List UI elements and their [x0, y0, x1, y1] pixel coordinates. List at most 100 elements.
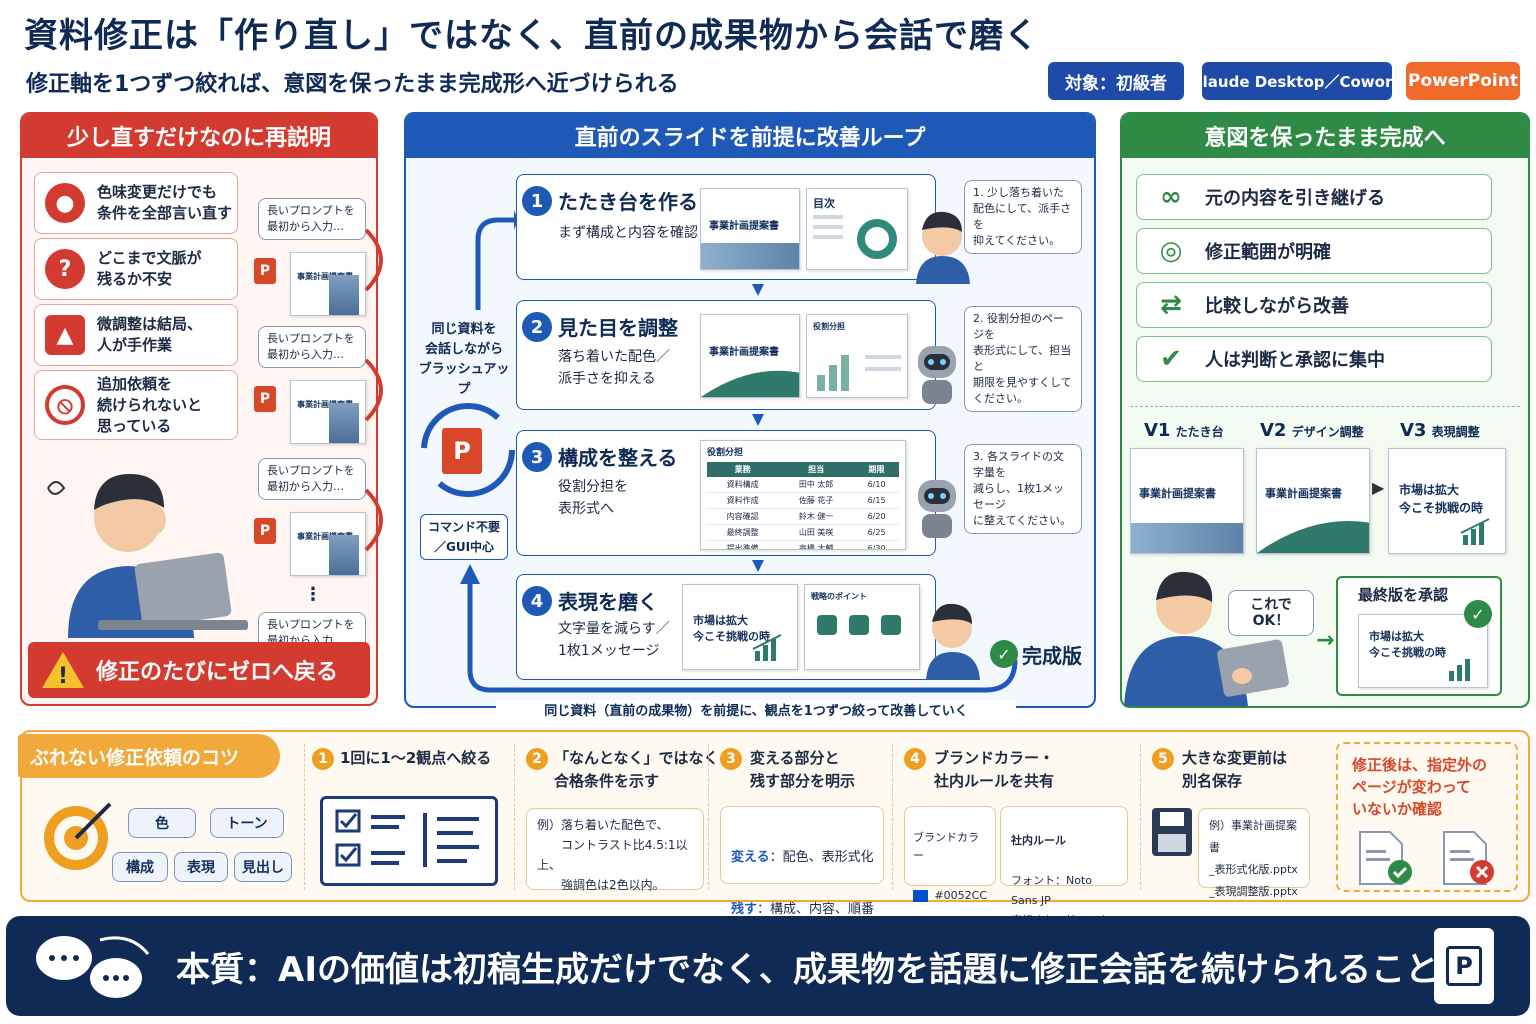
- slide-toc: 目次: [806, 188, 908, 270]
- table-cell: 6/25: [854, 524, 899, 541]
- powerpoint-tag: PowerPoint: [1406, 62, 1520, 100]
- problem-text: 色味変更だけでも 条件を全部言い直す: [97, 183, 233, 222]
- step-number: 2: [522, 312, 552, 342]
- down-arrow: [752, 414, 764, 426]
- slide-v1: 事業計画提案書: [700, 188, 800, 270]
- problem-card-manual: ▲ 微調整は結局、 人が手作業: [34, 304, 238, 366]
- table-header: 期限: [854, 462, 899, 477]
- result-panel-title: 意図を保ったまま完成へ: [1122, 114, 1528, 158]
- divider: [514, 744, 515, 890]
- step-number: 3: [522, 442, 552, 472]
- brand-color-box: ブランドカラー #0052CC #00A38D: [904, 806, 996, 938]
- chip-color: 色: [128, 808, 196, 838]
- version-label-v3: V3 表現調整: [1400, 420, 1480, 441]
- slide-thumbnail: 事業計画提案書: [290, 512, 366, 576]
- version-label-v2: V2 デザイン調整: [1260, 420, 1364, 441]
- problem-card-question: ? どこまで文脈が 残るか不安: [34, 238, 238, 300]
- benefit-card: ⇄ 比較しながら改善: [1136, 282, 1492, 328]
- slide-title: 役割分担: [813, 322, 845, 331]
- save-icon: [1152, 808, 1192, 856]
- problem-text: どこまで文脈が 残るか不安: [97, 249, 202, 288]
- no-command-note: コマンド不要 ／GUI中心: [420, 514, 508, 560]
- check-icon: ✓: [1464, 600, 1492, 628]
- repeat-arrows: [364, 228, 383, 552]
- user-avatar: [926, 603, 980, 680]
- slide-title: 事業計画提案書: [297, 272, 353, 281]
- loop-caption: 同じ資料（直前の成果物）を前提に、観点を1つずつ絞って改善していく: [496, 700, 1016, 719]
- ok-bubble: これでOK！: [1228, 590, 1314, 636]
- table-cell: 鈴木 健一: [778, 508, 855, 525]
- tip-title: 変える部分と 残す部分を明示: [750, 749, 856, 790]
- tip-number: 1: [312, 748, 334, 770]
- step-title: 見た目を調整: [558, 316, 678, 340]
- slide-title: 事業計画提案書: [297, 400, 353, 409]
- approving-person-illustration: [1124, 571, 1289, 706]
- ai-robot-avatar: [918, 480, 956, 538]
- prompt-bubble: 長いプロンプトを 最初から入力…: [258, 326, 366, 368]
- tip-number: 3: [720, 748, 742, 770]
- link-icon: ∞: [1160, 182, 1182, 212]
- final-check-box: 修正後は、指定外の ページが変わって いないか確認: [1336, 742, 1518, 892]
- question-icon: ?: [45, 249, 85, 289]
- tip-title: 1回に1〜2観点へ絞る: [340, 749, 492, 767]
- divider: [892, 744, 893, 890]
- final-approval-label: 最終版を承認: [1358, 586, 1449, 604]
- instruction-bubble-1: 1. 少し落ち着いた 配色にして、派手さを 抑えてください。: [964, 180, 1082, 254]
- ai-robot-avatar: [918, 346, 956, 404]
- benefit-text: 人は判断と承認に集中: [1205, 350, 1385, 371]
- problem-text: 追加依頼を 続けられないと 思っている: [97, 374, 203, 435]
- slide-message-text: 市場は拡大 今こそ挑戦の時: [1399, 483, 1484, 515]
- change-label: 変える: [731, 850, 770, 865]
- user-avatar: [916, 211, 970, 284]
- arrow-right-icon: ▶: [1372, 478, 1385, 497]
- slide-title: 事業計画提案書: [1139, 487, 1216, 500]
- arrow-right-icon: →: [1316, 628, 1335, 653]
- slide-title: 事業計画提案書: [297, 532, 353, 541]
- table-cell: 6/30: [854, 540, 899, 549]
- step-title: たたき台を作る: [558, 190, 698, 214]
- slide-message: 市場は拡大 今こそ挑戦の時: [682, 584, 798, 670]
- powerpoint-file-icon: P: [254, 518, 276, 544]
- slide-thumbnail: 事業計画提案書: [290, 380, 366, 444]
- keep-text: ：構成、内容、順番: [757, 902, 875, 917]
- version-sub: たたき台: [1175, 425, 1224, 439]
- loop-label: 同じ資料を 会話しながら ブラッシュアップ: [418, 322, 510, 397]
- tip-title: 大きな変更前は 別名保存: [1182, 749, 1288, 790]
- tip-number: 5: [1152, 748, 1174, 770]
- down-arrow: [752, 560, 764, 572]
- step-desc: 役割分担を 表形式へ: [558, 479, 628, 517]
- prohibited-icon: ⦸: [45, 385, 85, 425]
- warning-banner: ! 修正のたびにゼロへ戻る: [28, 642, 370, 698]
- version-slide-v3: 市場は拡大 今こそ挑戦の時: [1388, 448, 1506, 554]
- benefit-card: ∞ 元の内容を引き継げる: [1136, 174, 1492, 220]
- version-sub: 表現調整: [1431, 425, 1480, 439]
- chip-expression: 表現: [174, 852, 228, 882]
- slide-chart: 役割分担: [806, 314, 908, 398]
- tip-number: 4: [904, 748, 926, 770]
- prompt-bubble: 長いプロンプトを 最初から入力…: [258, 458, 366, 500]
- slide-message-text: 市場は拡大 今こそ挑戦の時: [1369, 630, 1446, 659]
- change-keep-box: 変える：配色、表形式化 残す：構成、内容、順番: [720, 806, 884, 917]
- change-text: ：配色、表形式化: [769, 850, 874, 865]
- keep-label: 残す: [731, 902, 758, 917]
- version-slide-v1: 事業計画提案書: [1130, 448, 1244, 554]
- benefit-card: ✔ 人は判断と承認に集中: [1136, 336, 1492, 382]
- table-cell: 提出準備: [707, 540, 779, 549]
- complete-label: 完成版: [1022, 644, 1082, 668]
- table-cell: 資料作成: [707, 492, 779, 509]
- slide-message-text: 市場は拡大 今こそ挑戦の時: [693, 614, 770, 643]
- divider: [304, 744, 305, 890]
- benefit-card: ◎ 修正範囲が明確: [1136, 228, 1492, 274]
- slide-title: 事業計画提案書: [709, 221, 779, 232]
- tips-title: ぶれない修正依頼のコツ: [18, 734, 280, 778]
- table-cell: 佐藤 花子: [778, 492, 855, 509]
- target-icon: ◎: [1159, 236, 1183, 266]
- version-label-v1: V1 たたき台: [1144, 420, 1224, 441]
- instruction-bubble-3: 3. 各スライドの文字量を 減らし、1枚1メッセージ に整えてください。: [964, 444, 1082, 534]
- table-cell: 山田 美咲: [778, 524, 855, 541]
- footer-banner: [6, 916, 1530, 1016]
- powerpoint-file-icon: P: [254, 386, 276, 412]
